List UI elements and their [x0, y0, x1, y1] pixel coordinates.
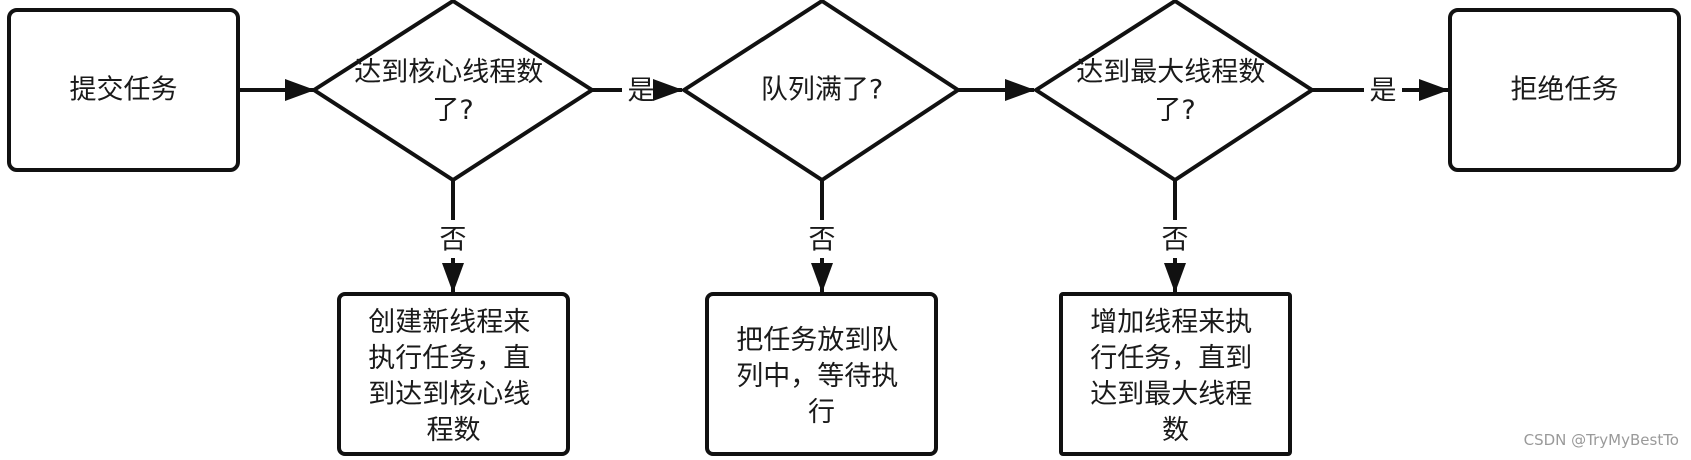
node-core-thread-check-line-2: 了? — [432, 95, 473, 126]
edge-label-max-yes: 是 — [1370, 76, 1397, 107]
node-create-core-thread-line-1: 创建新线程来 — [368, 307, 530, 338]
node-create-core-thread-label: 创建新线程来 执行任务，直 到达到核心线 程数 — [368, 307, 539, 446]
watermark-text: CSDN @TryMyBestTo — [1524, 431, 1679, 449]
node-enqueue-task-label: 把任务放到队 列中，等待执 行 — [736, 325, 907, 428]
node-enqueue-task-line-3: 行 — [808, 397, 835, 428]
node-enqueue-task-line-2: 列中，等待执 — [736, 361, 898, 392]
node-max-thread-check-line-1: 达到最大线程数 — [1076, 57, 1265, 88]
edge-label-queue-no: 否 — [809, 225, 836, 256]
node-add-thread-line-2: 行任务，直到 — [1090, 343, 1252, 374]
node-add-thread-line-1: 增加线程来执 — [1090, 307, 1252, 338]
edge-label-max-no: 否 — [1162, 225, 1189, 256]
node-create-core-thread-line-3: 到达到核心线 — [368, 379, 530, 410]
node-reject-task-label: 拒绝任务 — [1511, 75, 1619, 106]
node-enqueue-task-line-1: 把任务放到队 — [736, 325, 898, 356]
node-core-thread-check-line-1: 达到核心线程数 — [354, 57, 543, 88]
node-queue-full-check-label: 队列满了? — [761, 75, 883, 106]
node-max-thread-check-label: 达到最大线程数 了? — [1076, 57, 1274, 126]
node-core-thread-check — [310, 0, 596, 183]
edge-label-core-no: 否 — [440, 225, 467, 256]
node-queue-full-check — [680, 0, 962, 183]
edge-label-core-yes: 是 — [628, 76, 655, 107]
node-add-thread-label: 增加线程来执 行任务，直到 达到最大线程 数 — [1090, 307, 1261, 446]
node-reject-task — [1448, 8, 1681, 172]
node-add-thread-line-4: 数 — [1162, 415, 1189, 446]
node-create-core-thread-line-4: 程数 — [427, 415, 481, 446]
node-add-thread — [1059, 292, 1292, 456]
node-create-core-thread — [337, 292, 570, 456]
node-max-thread-check-line-2: 了? — [1154, 95, 1195, 126]
node-enqueue-task — [705, 292, 938, 456]
node-max-thread-check — [1032, 0, 1316, 183]
node-add-thread-line-3: 达到最大线程 — [1090, 379, 1252, 410]
node-core-thread-check-label: 达到核心线程数 了? — [354, 57, 552, 126]
node-submit-task — [7, 8, 240, 172]
node-create-core-thread-line-2: 执行任务，直 — [368, 343, 530, 374]
node-submit-task-label: 提交任务 — [70, 75, 178, 106]
